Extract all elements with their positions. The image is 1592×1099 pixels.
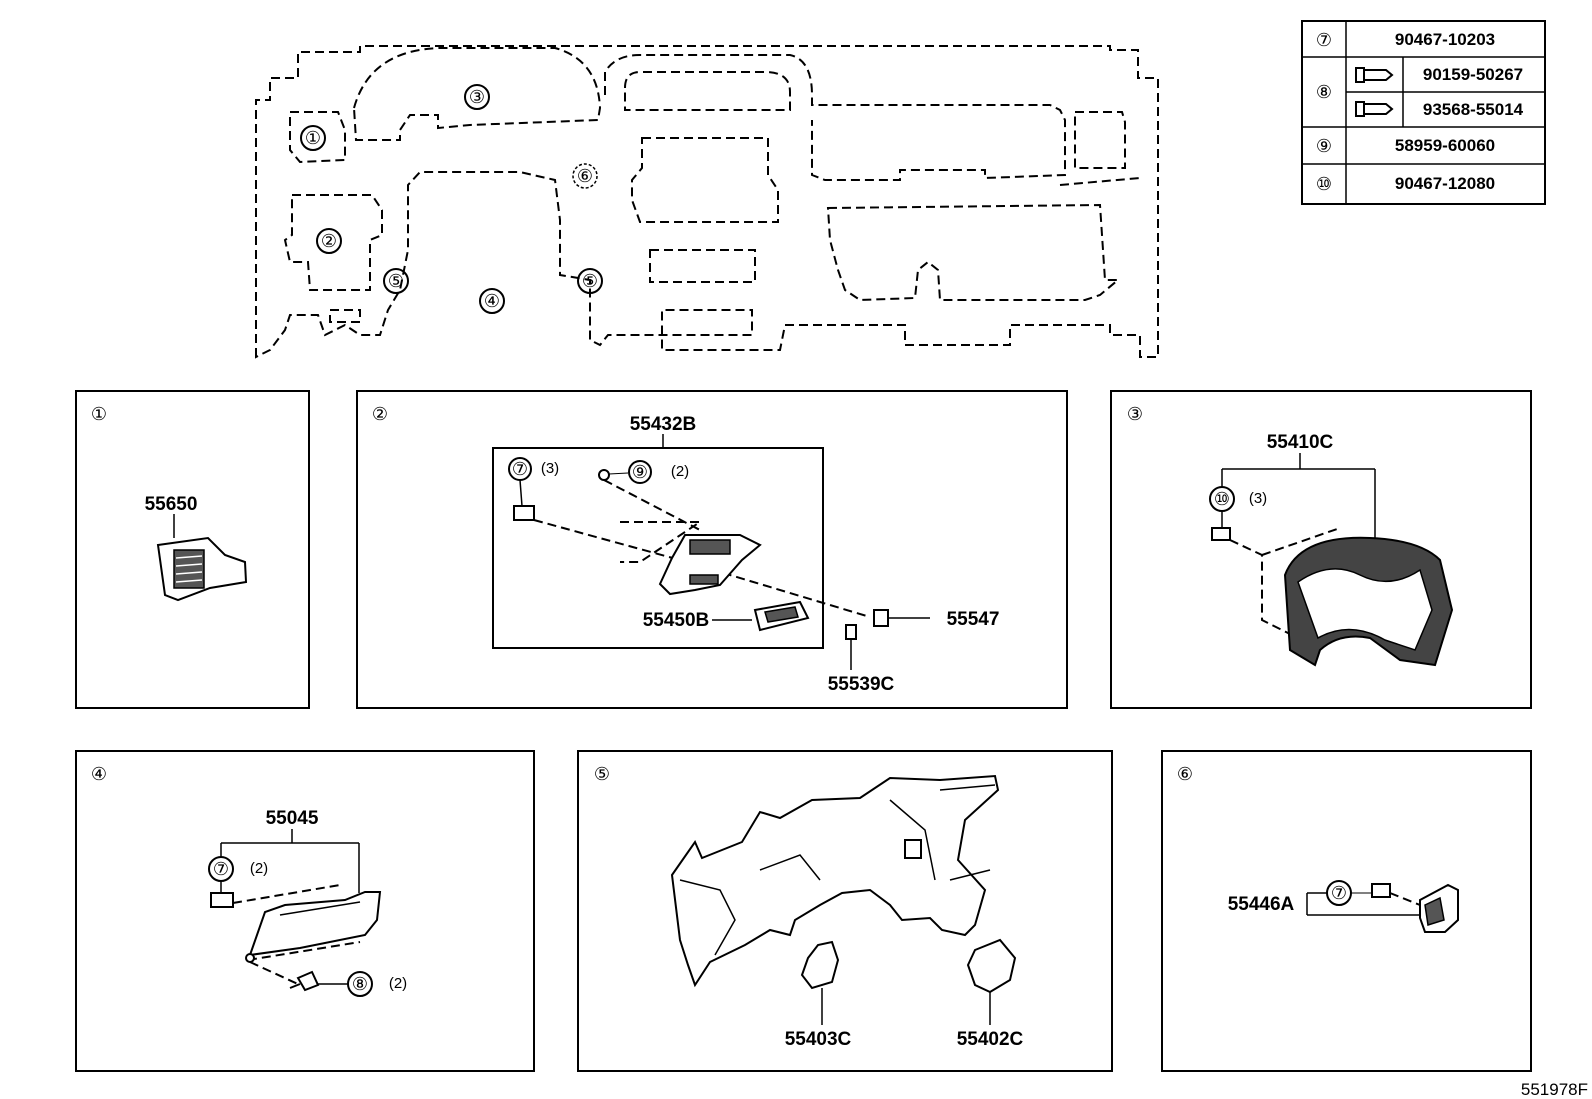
callout-8-panel-4: ⑧ [352, 974, 368, 994]
part-label-55402C: 55402C [957, 1029, 1024, 1050]
panel-3-ref: ③ [1127, 404, 1143, 424]
bracket-55403C [800, 940, 840, 990]
overview-callout-6: ⑥ [577, 166, 593, 186]
dash-frame-part [670, 774, 1000, 988]
clip-part [1371, 883, 1391, 898]
panel-5-ref: ⑤ [594, 764, 610, 784]
overview-callout-1: ① [305, 128, 321, 148]
table-part-58959-60060: 58959-60060 [1395, 136, 1495, 155]
sub-assembly-box [492, 447, 824, 649]
panel-6: ⑥ 55446A ⑦ [1161, 750, 1532, 1072]
part-label-55045: 55045 [266, 808, 319, 829]
bracket-part [658, 534, 762, 596]
fastener-table: ⑦ 90467-10203 ⑧ 90159-50267 93568-55014 … [1301, 20, 1546, 205]
bracket-55402C [966, 938, 1017, 994]
panel-4-ref: ④ [91, 764, 107, 784]
table-part-90467-12080: 90467-12080 [1395, 174, 1495, 193]
clip-part [513, 505, 535, 521]
part-label-55410C: 55410C [1267, 432, 1334, 453]
overview-callout-2: ② [321, 231, 337, 251]
callout-7-panel-6: ⑦ [1331, 883, 1347, 903]
dashboard-overview [255, 45, 1159, 359]
lower-panel-part [245, 891, 382, 963]
diagram-id: 551978F [1521, 1080, 1588, 1099]
overview-callout-5b: ⑤ [582, 271, 598, 291]
callout-8-qty-panel-4: (2) [389, 975, 407, 992]
table-ref-9: ⑨ [1316, 136, 1332, 156]
callout-7-qty-panel-4: (2) [250, 860, 268, 877]
callout-7-panel-4: ⑦ [213, 859, 229, 879]
screw-part [598, 469, 610, 481]
table-part-90159-50267: 90159-50267 [1423, 65, 1523, 84]
panel-2-ref: ② [372, 404, 388, 424]
table-ref-7: ⑦ [1316, 30, 1332, 50]
part-label-55432B: 55432B [630, 414, 697, 435]
screw-icon [1355, 101, 1394, 117]
cover-55446A [1419, 883, 1459, 933]
callout-9-qty: (2) [671, 463, 689, 480]
meter-hood-part [1283, 536, 1454, 667]
table-ref-10: ⑩ [1316, 174, 1332, 194]
callout-7-qty: (3) [541, 460, 559, 477]
part-label-55547: 55547 [947, 609, 1000, 630]
panel-5: ⑤ 55403C 55402C [577, 750, 1113, 1072]
air-vent-part [156, 536, 248, 602]
overview-callout-3: ③ [469, 87, 485, 107]
panel-2: ② 55432B ⑦ (3) ⑨ (2) 55450B 55547 [356, 390, 1068, 709]
overview-callout-5a: ⑤ [388, 271, 404, 291]
clip-part [210, 892, 234, 908]
part-label-55446A: 55446A [1228, 894, 1295, 915]
bolt-icon [1355, 67, 1394, 83]
screw-part [289, 970, 320, 992]
callout-10-qty: (3) [1249, 490, 1267, 507]
pocket-part [753, 600, 810, 632]
part-label-55450B: 55450B [643, 610, 710, 631]
panel-6-ref: ⑥ [1177, 764, 1193, 784]
part-label-55539C: 55539C [828, 674, 895, 695]
part-label-55650: 55650 [145, 494, 198, 515]
callout-7-panel-2: ⑦ [512, 459, 528, 479]
panel-1: ① 55650 [75, 390, 310, 709]
overview-callout-4: ④ [484, 291, 500, 311]
table-part-90467-10203: 90467-10203 [1395, 30, 1495, 49]
overview-callouts: ① ② ③ ④ ⑤ ⑤ ⑥ [300, 84, 603, 314]
clip-55539C [845, 624, 857, 640]
callout-10-panel-3: ⑩ [1214, 489, 1230, 509]
table-ref-8: ⑧ [1316, 82, 1332, 102]
clip-55547 [873, 609, 889, 627]
part-label-55403C: 55403C [785, 1029, 852, 1050]
table-part-93568-55014: 93568-55014 [1423, 100, 1524, 119]
panel-1-ref: ① [91, 404, 107, 424]
callout-9-panel-2: ⑨ [632, 462, 648, 482]
panel-4: ④ 55045 ⑦ (2) ⑧ (2) [75, 750, 535, 1072]
panel-3: ③ 55410C ⑩ (3) [1110, 390, 1532, 709]
clip-part [1211, 527, 1231, 541]
